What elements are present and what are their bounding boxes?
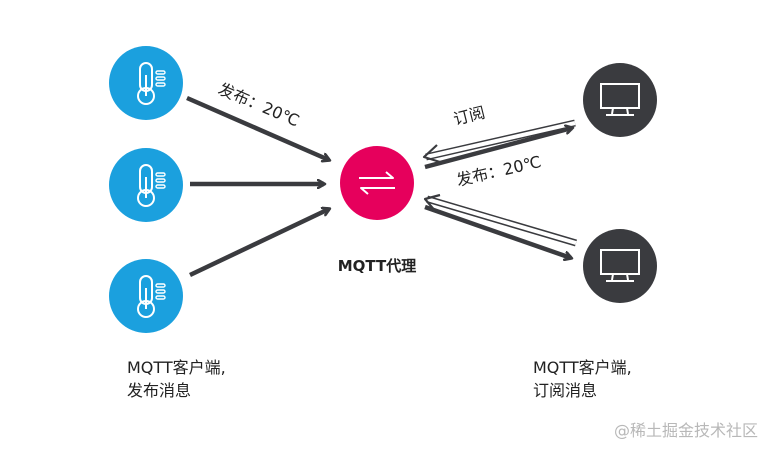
swap-arrows-icon <box>359 171 395 195</box>
publisher-client-3 <box>109 259 183 333</box>
publisher-caption: MQTT客户端, 发布消息 <box>127 356 226 402</box>
thermometer-icon <box>137 275 166 318</box>
watermark: @稀土掘金技术社区 <box>614 421 759 440</box>
publisher-caption-line-1: MQTT客户端, <box>127 358 226 377</box>
subscriber-client-2 <box>583 229 657 303</box>
subscriber-caption: MQTT客户端, 订阅消息 <box>533 356 632 402</box>
forward-arrow-1 <box>424 128 572 170</box>
publish-arrow-1 <box>186 95 329 160</box>
publisher-client-2 <box>109 148 183 222</box>
broker-label: MQTT代理 <box>338 257 417 275</box>
thermometer-icon <box>137 164 166 207</box>
subscriber-caption-line-1: MQTT客户端, <box>533 358 632 377</box>
publisher-caption-line-2: 发布消息 <box>127 381 192 400</box>
subscribe-arrow-1 <box>422 119 576 164</box>
publish-arrow-3 <box>189 209 329 278</box>
forward-arrow-2 <box>424 204 571 258</box>
monitor-icon <box>600 83 640 116</box>
subscribe-label: 订阅 <box>451 103 487 129</box>
publish-label-left: 发布：20℃ <box>215 79 302 130</box>
thermometer-icon <box>137 62 166 105</box>
subscriber-client-1 <box>583 63 657 137</box>
mqtt-broker <box>340 146 414 220</box>
publisher-client-1 <box>109 46 183 120</box>
subscribe-arrow-2 <box>423 193 577 247</box>
subscriber-caption-line-2: 订阅消息 <box>533 381 598 400</box>
monitor-icon <box>600 249 640 282</box>
